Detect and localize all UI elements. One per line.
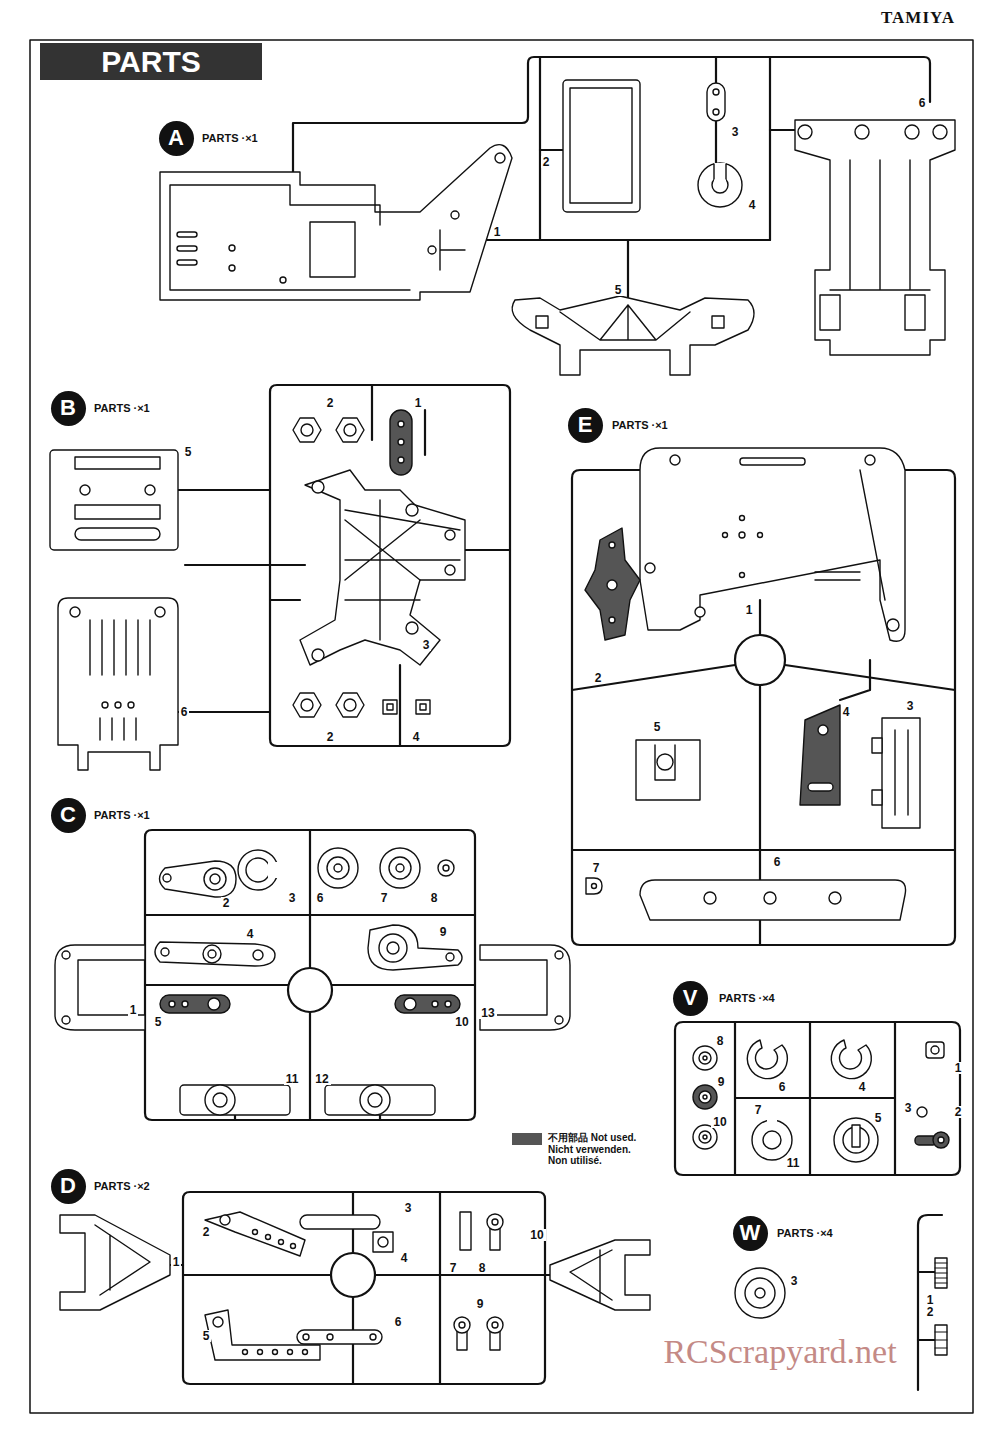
part-number: 9 [716,1076,727,1088]
part-number: 2 [925,1306,936,1318]
sprue-b-runner [178,385,510,746]
part-number: 1 [171,1256,182,1268]
parts-quantity: PARTS ·×1 [92,402,152,415]
tree-letter-circle: D [51,1169,86,1204]
part-number: 8 [477,1262,488,1274]
legend-text: 不用部品 Not used. Nicht verwenden. Non util… [548,1132,640,1167]
part-number: 10 [453,1016,470,1028]
part-number: 2 [325,397,336,409]
part-number: 7 [591,862,602,874]
parts-quantity: PARTS ·×4 [775,1227,835,1240]
part-number: 10 [711,1116,728,1128]
part-number: 1 [953,1062,964,1074]
tree-letter: C [60,804,76,826]
part-number: 5 [873,1112,884,1124]
part-number: 4 [747,199,758,211]
tree-letter-circle: W [733,1216,768,1251]
part-number: 8 [715,1035,726,1047]
part-number: 11 [785,1157,802,1169]
part-number: 3 [903,1102,914,1114]
sprue-e-parts [585,448,920,920]
brand-name: TAMIYA [881,9,955,26]
part-number: 6 [393,1316,404,1328]
part-number: 5 [652,721,663,733]
legend-swatch [512,1133,542,1145]
tree-letter: V [683,987,698,1009]
parts-quantity: PARTS ·×4 [717,992,777,1005]
part-number: 12 [313,1073,330,1085]
part-number: 7 [753,1104,764,1116]
part-number: 3 [905,700,916,712]
part-number: 9 [475,1298,486,1310]
sprue-d-runner [170,1192,550,1384]
part-number: 2 [201,1226,212,1238]
part-number: 6 [777,1081,788,1093]
sprue-a-parts [160,80,955,375]
part-number: 5 [613,284,624,296]
tree-letter-circle: E [568,408,603,443]
tree-letter: A [168,127,184,149]
part-number: 11 [284,1073,301,1085]
sprue-w-runner [918,1215,942,1390]
part-number: 3 [789,1275,800,1287]
sprue-v-parts [693,1040,949,1162]
part-number: 4 [399,1252,410,1264]
title-band: PARTS [40,43,262,80]
parts-quantity: PARTS ·×1 [610,419,670,432]
part-number: 5 [153,1016,164,1028]
sprue-c-parts [55,848,570,1115]
part-number: 1 [925,1294,936,1306]
part-number: 3 [287,892,298,904]
part-number: 6 [917,97,928,109]
sprue-v-runner [675,1022,960,1175]
part-number: 7 [448,1262,459,1274]
title-text: PARTS [101,47,200,77]
part-number: 3 [421,639,432,651]
part-number: 1 [128,1004,139,1016]
watermark: RCScrapyard.net [663,1335,896,1369]
tree-letter: D [60,1175,76,1197]
sprue-d-parts [60,1212,650,1360]
part-number: 1 [744,604,755,616]
part-number: 3 [403,1202,414,1214]
part-number: 2 [221,897,232,909]
part-number: 5 [201,1330,212,1342]
parts-quantity: PARTS ·×2 [92,1180,152,1193]
tree-letter-circle: V [673,981,708,1016]
part-number: 6 [772,856,783,868]
part-number: 4 [841,706,852,718]
tree-letter: E [578,414,593,436]
part-number: 1 [492,226,503,238]
tree-letter-circle: C [51,798,86,833]
part-number: 8 [429,892,440,904]
part-number: 6 [315,892,326,904]
sprue-c-runner [145,830,475,1120]
part-number: 4 [245,928,256,940]
part-number: 6 [179,706,190,718]
part-number: 2 [593,672,604,684]
parts-quantity: PARTS ·×1 [92,809,152,822]
part-number: 4 [411,731,422,743]
part-number: 3 [730,126,741,138]
part-number: 5 [183,446,194,458]
tree-letter-circle: A [159,121,194,156]
tree-letter: B [60,397,76,419]
tree-letter: W [740,1222,761,1244]
sprue-b-parts [50,410,465,770]
tree-letter-circle: B [51,391,86,426]
parts-quantity: PARTS ·×1 [200,132,260,145]
part-number: 2 [325,731,336,743]
part-number: 4 [857,1081,868,1093]
part-number: 2 [953,1106,964,1118]
part-number: 1 [413,397,424,409]
part-number: 13 [479,1007,496,1019]
part-number: 2 [541,156,552,168]
page-border [30,40,973,1413]
part-number: 7 [379,892,390,904]
part-number: 9 [438,926,449,938]
part-number: 10 [528,1229,545,1241]
